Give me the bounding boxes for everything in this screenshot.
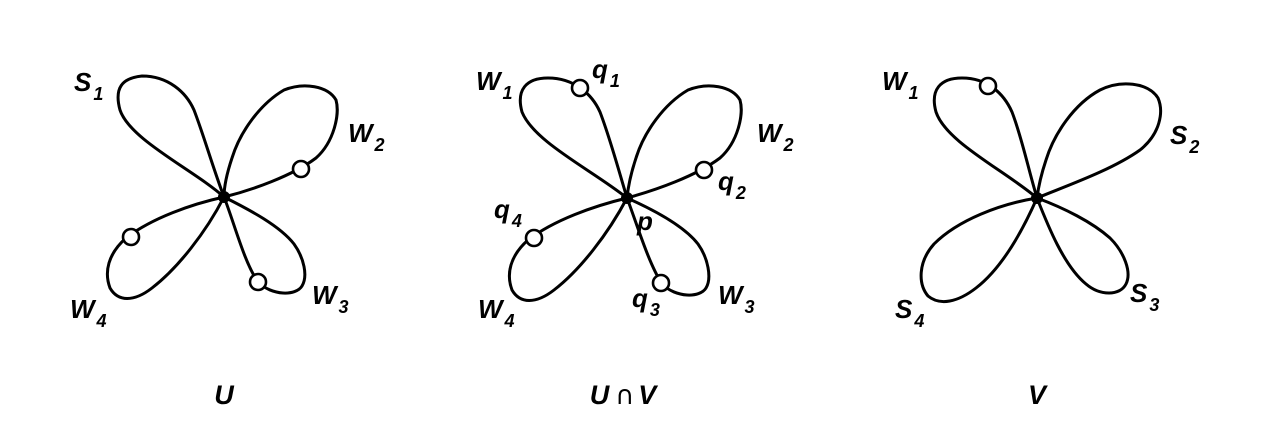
center-label-p: p — [636, 206, 653, 236]
wedge-point — [1031, 192, 1043, 204]
wedge-point — [218, 191, 230, 203]
caption-u-intersect-v: U∩V — [590, 380, 659, 411]
loop-lower-right — [222, 195, 307, 295]
puncture-lr — [248, 272, 268, 292]
loop-lower-left — [105, 195, 226, 300]
puncture-q3 — [651, 273, 671, 293]
caption-v: V — [1028, 380, 1048, 410]
loop-upper-left — [932, 76, 1039, 200]
loop-upper-right — [222, 84, 339, 199]
puncture-ll — [121, 227, 141, 247]
puncture-ur — [291, 159, 311, 179]
puncture-q1 — [570, 78, 590, 98]
loop-lower-right — [625, 196, 711, 297]
caption-u: U — [214, 380, 235, 410]
puncture-q4 — [524, 228, 544, 248]
wedge-point — [621, 192, 633, 204]
loop-lower-right — [1035, 196, 1130, 295]
loop-upper-left — [116, 74, 226, 199]
loop-lower-left — [507, 196, 629, 302]
loop-upper-left — [518, 76, 629, 200]
puncture-ul — [978, 76, 998, 96]
puncture-q2 — [694, 160, 714, 180]
loop-upper-right — [1035, 82, 1163, 200]
loop-lower-left — [919, 196, 1039, 304]
